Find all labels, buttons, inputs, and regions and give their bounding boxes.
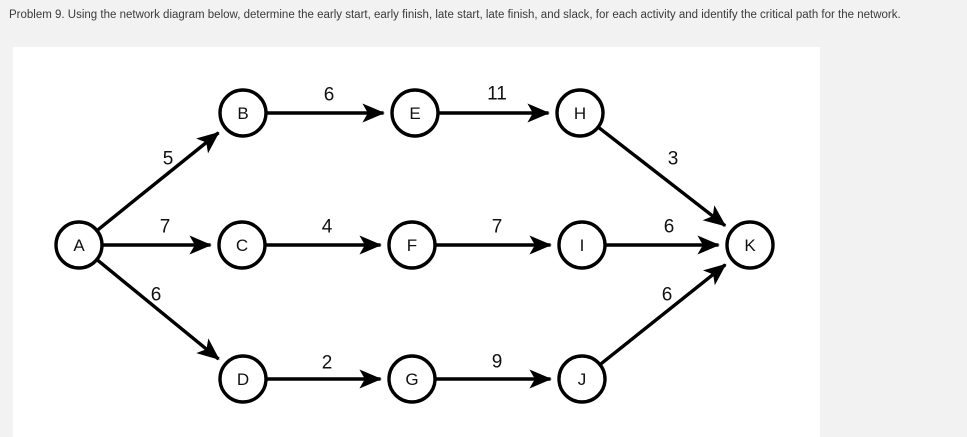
node-label-i: I [580,236,585,255]
page-title: Problem 9. Using the network diagram bel… [9,9,901,21]
node-j: J [557,354,607,404]
edge-label-g-j: 9 [492,352,503,373]
node-circle-f [387,220,437,270]
node-label-e: E [409,104,420,123]
node-circle-d [218,354,268,404]
edge-a-to-d [96,258,220,361]
edge-label-a-d: 6 [151,285,162,306]
node-e: E [390,88,440,138]
nodes-layer: A B C D E F G H I J K [54,88,775,404]
edge-label-h-k: 3 [668,149,679,170]
node-circle-k [725,220,775,270]
edge-label-a-c: 7 [160,217,171,238]
node-k: K [725,220,775,270]
node-h: H [555,88,605,138]
node-label-d: D [237,370,249,389]
edge-labels-layer: 5 7 6 6 4 2 11 7 9 3 6 6 [151,84,679,374]
node-i: I [557,220,607,270]
node-label-h: H [574,104,586,123]
node-label-c: C [236,236,248,255]
node-g: G [387,354,437,404]
edge-h-to-k [597,126,727,228]
edge-label-b-e: 6 [324,85,335,106]
node-circle-j [557,354,607,404]
edge-a-to-b [96,131,220,232]
edge-label-a-b: 5 [163,149,174,170]
node-circle-a [54,220,104,270]
node-label-f: F [407,236,417,255]
node-circle-b [218,88,268,138]
node-f: F [387,220,437,270]
node-d: D [218,354,268,404]
edge-label-e-h: 11 [487,84,507,105]
node-label-k: K [744,236,756,255]
node-circle-c [217,220,267,270]
node-circle-e [390,88,440,138]
edge-label-j-k: 6 [662,285,673,306]
node-a: A [54,220,104,270]
node-label-b: B [237,104,248,123]
node-b: B [218,88,268,138]
node-label-a: A [73,236,85,255]
node-circle-i [557,220,607,270]
edge-label-c-f: 4 [322,217,333,238]
network-diagram-panel: 5 7 6 6 4 2 11 7 9 3 6 6 A B C D E F G H I J K [13,47,820,437]
node-c: C [217,220,267,270]
node-circle-h [555,88,605,138]
edge-label-f-i: 7 [492,217,503,238]
network-diagram: 5 7 6 6 4 2 11 7 9 3 6 6 A B C D E F G H I J K [54,84,775,404]
edge-label-d-g: 2 [322,353,333,374]
node-circle-g [387,354,437,404]
node-label-j: J [578,370,587,389]
node-label-g: G [405,370,418,389]
edges-layer [96,103,727,389]
edge-label-i-k: 6 [664,217,675,238]
edge-j-to-k [599,263,727,366]
